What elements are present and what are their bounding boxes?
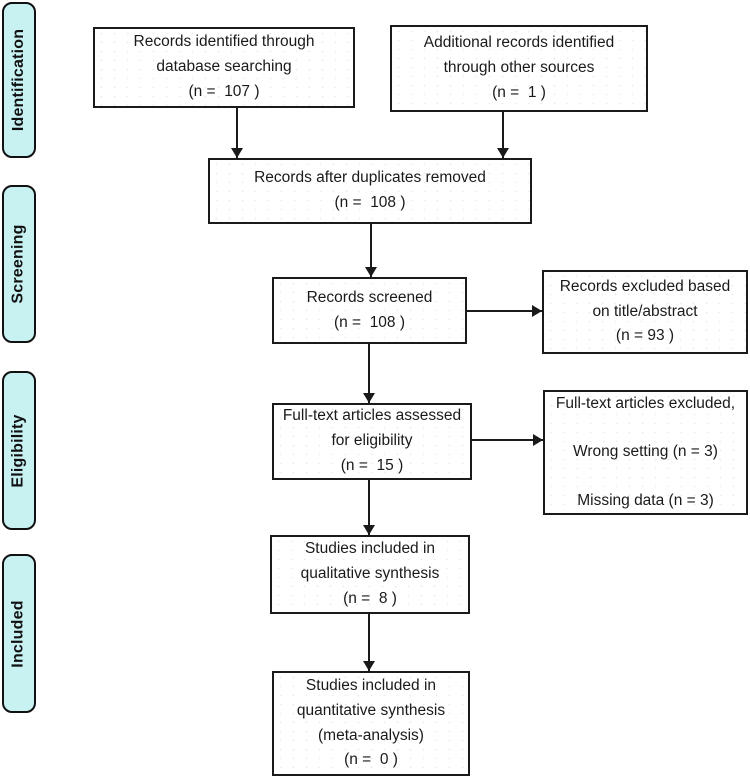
stage-label-text: Included	[10, 599, 28, 668]
stage-label-identification: Identification	[2, 2, 36, 158]
arrow-screened-to-excluded	[467, 305, 542, 317]
arrow-head-icon	[363, 525, 375, 535]
arrow-head-icon	[365, 267, 377, 277]
stage-label-included: Included	[2, 554, 36, 713]
arrow-head-icon	[363, 661, 375, 671]
box-records-screened: Records screened (n = 108 )	[272, 277, 467, 344]
box-records-excluded: Records excluded based on title/abstract…	[542, 270, 748, 354]
box-fulltext-assessed: Full-text articles assessed for eligibil…	[272, 403, 472, 480]
stage-label-text: Eligibility	[10, 413, 28, 488]
arrow-head-icon	[363, 393, 375, 403]
arrow-fulltext-to-qualitative	[363, 480, 375, 535]
box-quantitative-synthesis: Studies included in quantitative synthes…	[272, 671, 470, 776]
arrow-fulltext-to-excluded	[472, 434, 543, 446]
arrow-head-icon	[532, 305, 542, 317]
arrow-qualitative-to-quantitative	[363, 614, 375, 671]
box-additional-records: Additional records identified through ot…	[390, 25, 648, 112]
box-duplicates-removed: Records after duplicates removed (n = 10…	[208, 158, 532, 224]
arrow-head-icon	[533, 434, 543, 446]
arrow-other-to-duplicates	[497, 112, 509, 158]
arrow-head-icon	[497, 148, 509, 158]
box-qualitative-synthesis: Studies included in qualitative synthesi…	[270, 535, 470, 614]
stage-label-text: Identification	[10, 28, 28, 132]
arrow-head-icon	[231, 148, 243, 158]
arrow-screened-to-fulltext	[363, 344, 375, 403]
box-records-identified-database: Records identified through database sear…	[93, 27, 355, 108]
arrow-duplicates-to-screened	[365, 224, 377, 277]
stage-label-text: Screening	[10, 224, 28, 304]
box-fulltext-excluded: Full-text articles excluded, Wrong setti…	[543, 390, 748, 515]
arrow-database-to-duplicates	[231, 108, 243, 158]
stage-label-screening: Screening	[2, 185, 36, 343]
stage-label-eligibility: Eligibility	[2, 371, 36, 530]
